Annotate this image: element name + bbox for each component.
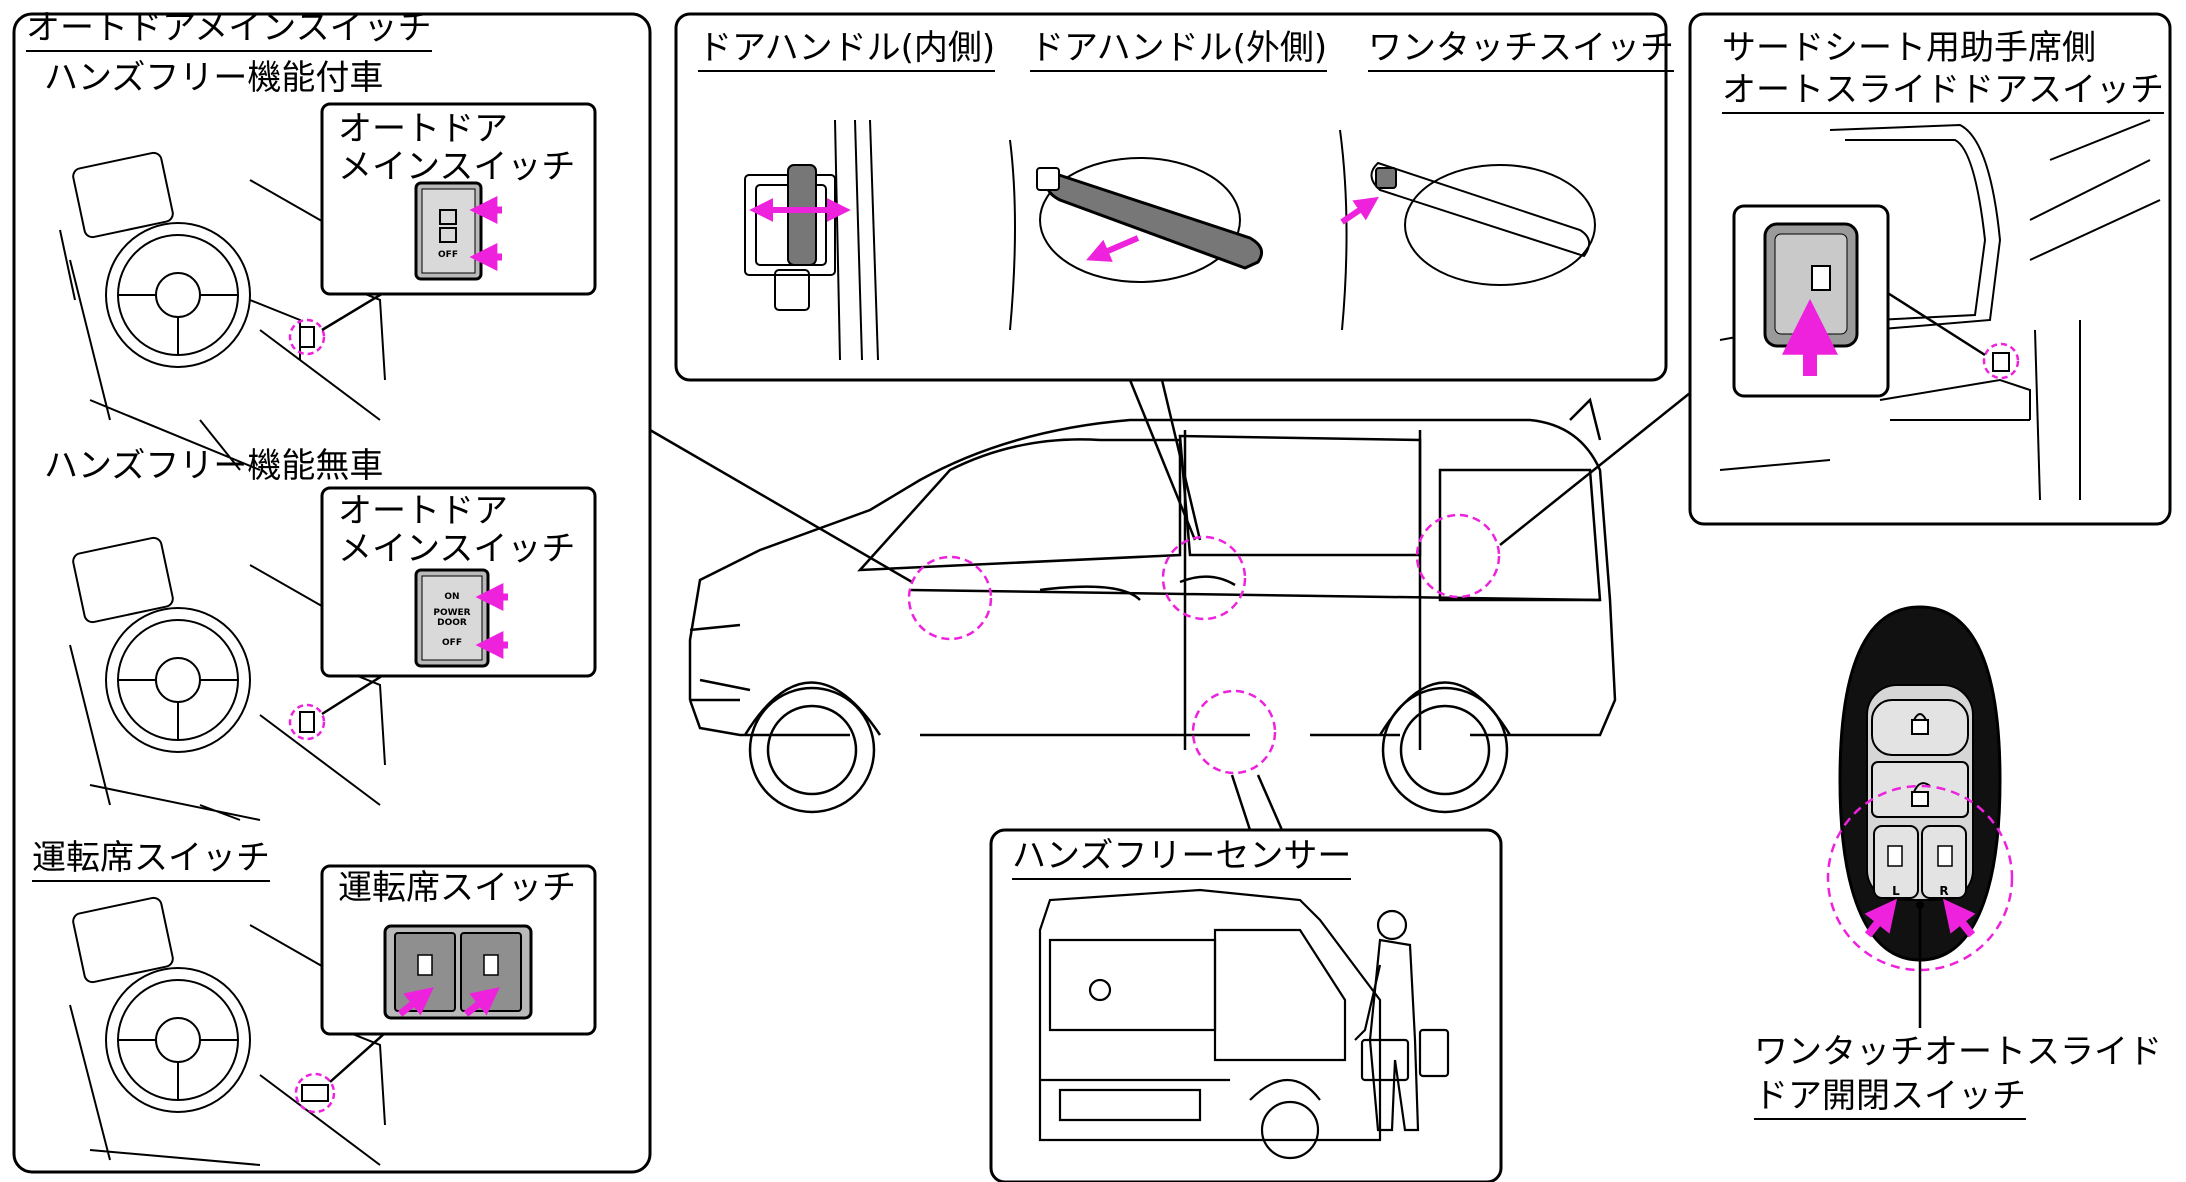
rear-door-switch-icon (1811, 265, 1831, 291)
main-switch-2-power-door-label: POWER DOOR (433, 608, 471, 628)
driver-switch-left-icon (417, 954, 433, 976)
car-wheel-rear (1378, 681, 1512, 814)
callout3-title: 運転席スイッチ (338, 868, 576, 908)
highlight-inside-handle-location (907, 555, 993, 641)
key-fob-highlight-circle (1826, 784, 2014, 972)
key-fob-lock-icon (1911, 719, 1929, 735)
one-touch-switch-illustration (1339, 129, 1596, 331)
one-touch-switch-button[interactable] (1375, 167, 1397, 189)
key-fob-unlock-icon (1911, 791, 1929, 807)
arrow-driver-switch-left (397, 987, 434, 1017)
dash2-callout-leader (321, 672, 386, 716)
section3-heading: 運転席スイッチ (32, 838, 270, 882)
rear-switch-highlight-circle (1982, 342, 2020, 380)
left-to-car-leader (649, 428, 913, 584)
top-right-to-car-leader (1499, 392, 1691, 546)
dash2-highlight-circle (288, 703, 326, 741)
main-switch-1-face (421, 188, 476, 274)
main-switch-1-icon-2 (439, 227, 457, 243)
arrow-outside-handle (1086, 235, 1140, 262)
rear-switch-title-line2: オートスライドドアスイッチ (1722, 70, 2164, 114)
car-wheel-front (743, 681, 882, 814)
key-fob-right-door-icon (1937, 845, 1953, 867)
dash3-switch-thumb (301, 1084, 329, 1102)
dashboard-illustration-3 (69, 896, 391, 1166)
key-fob-leader-dot (1916, 901, 1924, 909)
top-middle-panel-frame (674, 12, 1668, 382)
main-switch-1-off-label: OFF (438, 250, 458, 260)
arrow-key-fob-left (1864, 898, 1897, 938)
section2-heading: ハンズフリー機能無車 (44, 446, 384, 486)
key-fob-left-label: L (1892, 884, 1900, 898)
key-fob-right-label: R (1939, 884, 1949, 898)
inside-handle-label: ドアハンドル(内側) (698, 28, 996, 72)
key-fob-unlock-button[interactable] (1871, 761, 1969, 818)
person-with-bags-illustration (1354, 909, 1450, 1132)
inside-handle-grip[interactable] (787, 164, 817, 266)
outside-handle-illustration (1009, 139, 1241, 331)
sensor-to-car-leader (1230, 774, 1284, 831)
one-touch-switch-label: ワンタッチスイッチ (1368, 28, 1674, 72)
highlight-rear-switch-location (1415, 513, 1501, 599)
top-middle-to-car-leader (1128, 379, 1202, 541)
dash2-switch-thumb (299, 711, 315, 733)
driver-switch-right-icon (483, 954, 499, 976)
key-fob-unlock-icon-shackle (1913, 782, 1931, 793)
left-panel-title: オートドアメインスイッチ (26, 8, 432, 52)
dashboard-illustration-2 (69, 536, 391, 821)
dash3-highlight-circle (294, 1072, 336, 1114)
rear-switch-thumb (1992, 352, 2010, 372)
callout2-title: オートドア メインスイッチ (338, 491, 576, 569)
key-fob-lock-icon-shackle (1913, 713, 1927, 721)
main-switch-2-face (421, 575, 483, 661)
sensor-panel-title: ハンズフリーセンサー (1012, 836, 1352, 880)
rear-car-illustration (1038, 888, 1382, 1160)
main-switch-2-off-label: OFF (442, 638, 462, 648)
rear-switch-callout-leader (1882, 288, 1986, 357)
key-fob-label-line1: ワンタッチオートスライド (1754, 1032, 2162, 1072)
main-switch-1-icon (439, 209, 457, 225)
outside-handle-keyhole (1036, 167, 1060, 191)
section1-heading: ハンズフリー機能付車 (44, 58, 384, 98)
car-side-illustration (688, 397, 1617, 750)
key-fob-left-door-icon (1887, 845, 1903, 867)
rear-switch-title-line1: サードシート用助手席側 (1722, 28, 2096, 68)
left-panel-frame (12, 12, 652, 1174)
arrow-driver-switch-right (463, 987, 500, 1017)
key-fob-label-line2: ドア開閉スイッチ (1754, 1076, 2026, 1120)
outside-handle-label: ドアハンドル(外側) (1030, 28, 1328, 72)
highlight-outside-handle-location (1161, 535, 1247, 621)
dash1-highlight-circle (288, 318, 326, 356)
sensor-panel-frame (989, 828, 1503, 1182)
dash3-callout-leader (329, 1032, 386, 1083)
highlight-sensor-location (1191, 689, 1277, 775)
arrow-key-fob-right (1943, 898, 1976, 938)
dash1-switch-thumb (299, 326, 315, 348)
main-switch-2-on-label: ON (444, 592, 460, 602)
callout1-title: オートドア メインスイッチ (338, 109, 576, 187)
arrow-one-touch-switch (1340, 196, 1379, 225)
dash1-callout-leader (321, 290, 386, 332)
